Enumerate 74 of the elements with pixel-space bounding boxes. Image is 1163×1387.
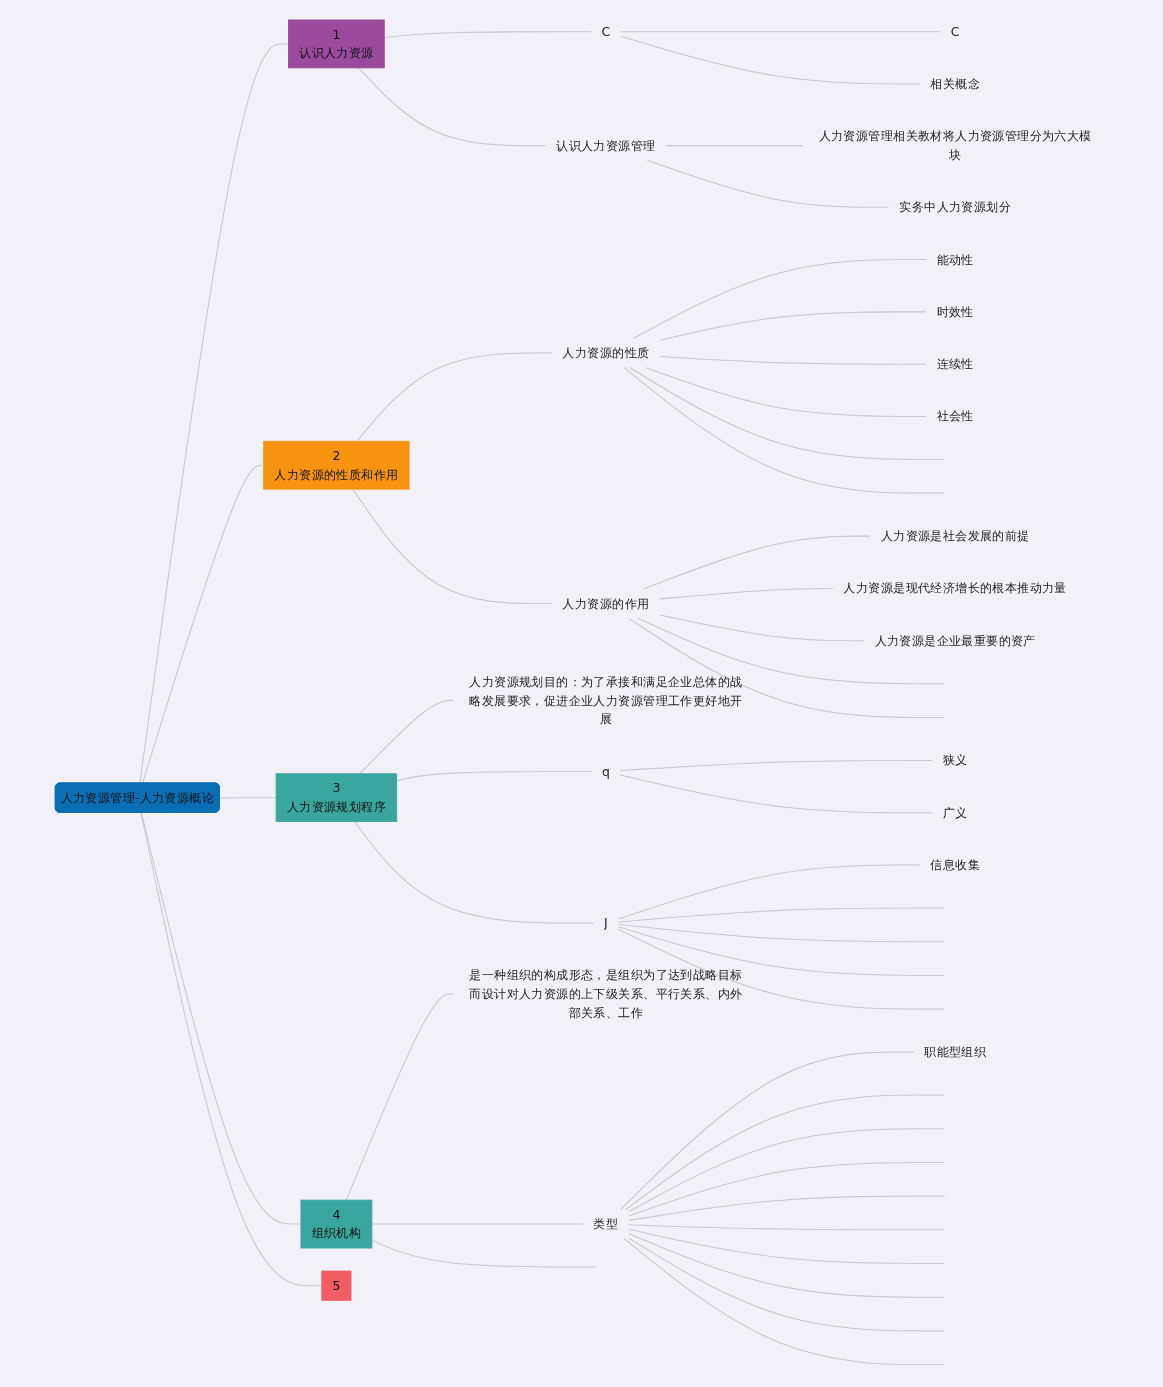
branch-line <box>383 31 592 39</box>
topic-text: 人力资源的性质 <box>562 345 650 360</box>
branch-line <box>619 774 933 814</box>
topic-box: 2 人力资源的性质和作用 <box>263 440 410 490</box>
topic-box: 1 认识人力资源 <box>288 19 385 69</box>
topic-text: J <box>604 915 608 930</box>
topic-text: 人力资源是现代经济增长的根本推动力量 <box>843 580 1067 596</box>
topic-text: q <box>601 764 610 779</box>
topic-text: 狭义 <box>942 752 968 768</box>
topic-text: 相关概念 <box>930 76 980 91</box>
topic-box: 5 <box>321 1270 352 1301</box>
branch-line <box>396 771 592 782</box>
branch-line <box>617 923 946 943</box>
branch-line <box>358 67 547 147</box>
topic-box: 人力资源管理-人力资源概论 <box>54 782 220 813</box>
topic-box: 4 组织机构 <box>300 1199 373 1249</box>
topic-text: 人力资源是社会发展的前提 <box>880 528 1030 543</box>
branch-line <box>659 311 927 341</box>
topic-box: 3 人力资源规划程序 <box>275 773 398 823</box>
branch-line <box>352 488 553 605</box>
topic-text: 人力资源的作用 <box>562 596 650 611</box>
branch-line <box>617 864 921 920</box>
branch-line <box>140 812 323 1287</box>
branch-line <box>637 617 946 685</box>
topic-text: 人力资源规划目的：为了承接和满足企业总体的战略发展要求，促进企业人力资源管理工作更好地开展 <box>469 674 743 726</box>
topic-text: 实务中人力资源划分 <box>899 199 1012 214</box>
topic-text: 人力资源管理相关教材将人力资源管理分为六大模块 <box>818 128 1092 162</box>
branch-line <box>628 1237 946 1332</box>
branch-line <box>623 367 946 494</box>
topic-text: 人力资源是企业最重要的资产 <box>874 633 1036 648</box>
topic-text: 类型 <box>593 1216 619 1231</box>
branch-line <box>617 907 946 923</box>
branch-line <box>628 1195 946 1221</box>
topic-text: C <box>950 24 960 39</box>
branch-line <box>628 1228 946 1265</box>
branch-line <box>617 928 946 1010</box>
topic-text: 社会性 <box>936 408 974 424</box>
branch-line <box>628 1233 946 1298</box>
branch-line <box>623 1238 946 1366</box>
branch-line <box>140 812 302 1225</box>
branch-line <box>625 1094 946 1210</box>
branch-line <box>620 35 921 85</box>
branch-line <box>629 367 946 460</box>
branch-line <box>632 259 927 339</box>
topic-text: 职能型组织 <box>924 1044 987 1059</box>
branch-line <box>628 1128 946 1213</box>
topic-text: 广义 <box>942 805 968 820</box>
branch-line <box>645 367 927 417</box>
branch-line <box>619 759 933 772</box>
topic-text: 连续性 <box>936 356 974 371</box>
branch-line <box>617 926 946 976</box>
branch-line <box>356 352 553 442</box>
branch-line <box>620 1051 915 1210</box>
branch-line <box>345 993 454 1201</box>
branch-line <box>359 700 454 775</box>
branch-line <box>628 1224 946 1231</box>
topic-text: 能动性 <box>936 252 974 267</box>
topic-text: C <box>601 24 611 39</box>
branch-line <box>628 1161 946 1217</box>
branch-line <box>354 821 594 924</box>
branch-line <box>659 587 834 600</box>
topic-text: 认识人力资源管理 <box>556 138 656 153</box>
branch-line <box>139 43 290 784</box>
topic-text: 是一种组织的构成形态，是组织为了达到战略目标而设计对人力资源的上下级关系、平行关系、内外部关系、工作 <box>469 967 743 1020</box>
branch-line <box>659 614 865 642</box>
branch-line <box>371 1239 596 1268</box>
branch-line <box>646 159 890 208</box>
branch-line <box>665 145 804 147</box>
branch-line <box>627 617 946 718</box>
branch-line <box>141 464 265 784</box>
topic-text: 时效性 <box>936 304 974 319</box>
topic-text: 信息收集 <box>930 857 980 872</box>
branch-line <box>643 535 871 590</box>
branch-line <box>659 356 927 365</box>
